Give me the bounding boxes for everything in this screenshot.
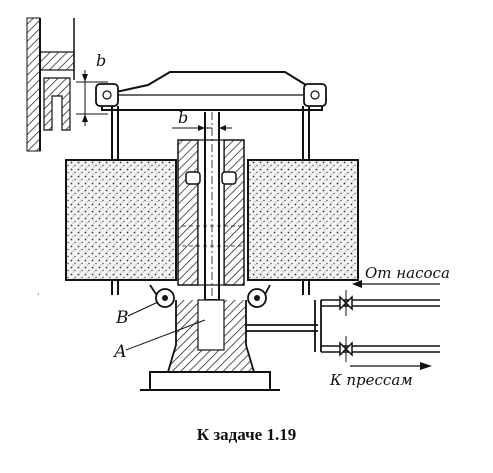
central-cylinder: [172, 112, 245, 301]
leader-A: [125, 319, 206, 351]
inset-detail: [26, 17, 108, 152]
label-b-mid: b: [178, 108, 188, 127]
rollers: [149, 284, 271, 308]
label-from-pump: От насоса: [365, 264, 450, 282]
label-to-presses: К прессам: [329, 371, 413, 389]
dot-mark: ·: [37, 290, 40, 299]
weight-right: [247, 159, 359, 281]
label-b-top: b: [96, 51, 106, 70]
label-A: А: [113, 342, 127, 362]
figure-caption: К задаче 1.19: [196, 425, 297, 444]
piping: [246, 280, 440, 370]
label-B: В: [115, 308, 129, 328]
weight-left: [65, 159, 177, 281]
base: [140, 299, 280, 391]
crosshead: [95, 71, 327, 111]
leader-B: [127, 301, 159, 317]
